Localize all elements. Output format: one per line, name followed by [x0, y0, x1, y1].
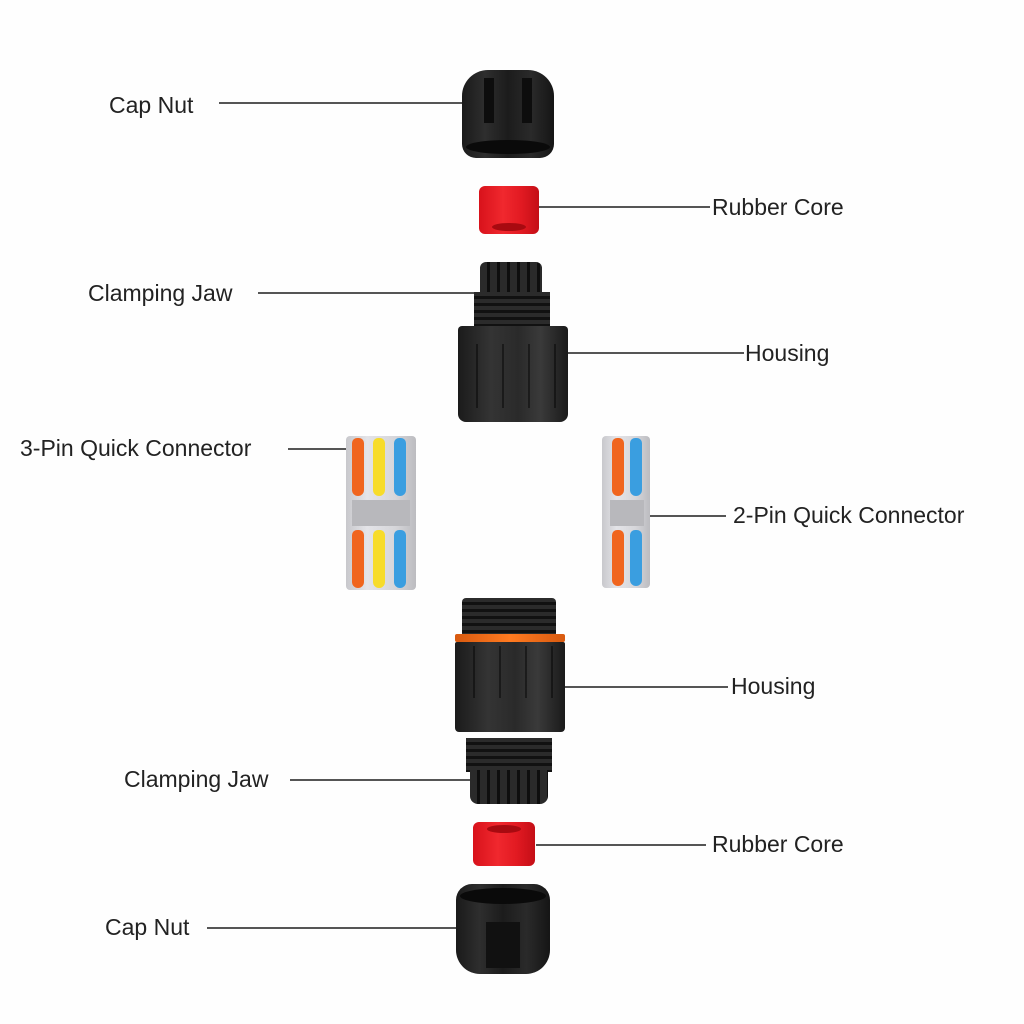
lever-yellow	[373, 530, 385, 588]
clamping-jaw-bottom	[470, 770, 548, 804]
leader-line-rubber-core-top	[535, 206, 710, 208]
core-hole	[492, 223, 526, 231]
cap-nut-bottom	[456, 884, 550, 974]
leader-line-cap-nut-bottom	[207, 927, 457, 929]
lever-blue	[630, 438, 642, 496]
label-housing-top: Housing	[745, 340, 830, 366]
leader-line-clamping-jaw-bottom	[290, 779, 470, 781]
seal-ring-orange	[455, 634, 565, 642]
housing-top	[458, 326, 568, 422]
clamping-jaw-top	[480, 262, 542, 294]
leader-line-housing-bottom	[562, 686, 728, 688]
label-three-pin-connector: 3-Pin Quick Connector	[20, 435, 252, 461]
lever-orange	[612, 438, 624, 496]
leader-line-rubber-core-bottom	[536, 844, 706, 846]
lever-blue	[630, 530, 642, 586]
housing-bottom	[455, 642, 565, 732]
rubber-core-bottom	[473, 822, 535, 866]
label-clamping-jaw-bottom: Clamping Jaw	[124, 766, 269, 792]
thread-bottom-lower	[466, 738, 552, 772]
label-cap-nut-top: Cap Nut	[109, 92, 194, 118]
leader-line-three-pin	[288, 448, 346, 450]
lever-yellow	[373, 438, 385, 496]
label-two-pin-connector: 2-Pin Quick Connector	[733, 502, 965, 528]
thread-bottom-upper	[462, 598, 556, 634]
lever-orange	[352, 438, 364, 496]
housing-ribs	[455, 646, 565, 698]
label-rubber-core-top: Rubber Core	[712, 194, 844, 220]
lever-orange	[352, 530, 364, 588]
two-pin-quick-connector	[602, 436, 650, 588]
cap-opening	[460, 888, 546, 904]
connector-body-center	[352, 500, 410, 526]
label-housing-bottom: Housing	[731, 673, 816, 699]
label-clamping-jaw-top: Clamping Jaw	[88, 280, 233, 306]
label-rubber-core-bottom: Rubber Core	[712, 831, 844, 857]
cap-nut-top	[462, 70, 554, 158]
cap-slot	[484, 78, 494, 123]
rubber-core-top	[479, 186, 539, 234]
lever-blue	[394, 530, 406, 588]
lever-orange	[612, 530, 624, 586]
three-pin-quick-connector	[346, 436, 416, 590]
connector-body-center	[610, 500, 644, 526]
leader-line-clamping-jaw-top	[258, 292, 476, 294]
cap-slot	[522, 78, 532, 123]
core-hole	[486, 825, 522, 833]
label-cap-nut-bottom: Cap Nut	[105, 914, 190, 940]
leader-line-cap-nut-top	[219, 102, 464, 104]
leader-line-housing-top	[566, 352, 744, 354]
leader-line-two-pin	[648, 515, 726, 517]
cap-flat	[486, 922, 520, 968]
cap-opening	[466, 140, 550, 154]
housing-ribs	[458, 344, 568, 408]
lever-blue	[394, 438, 406, 496]
thread-top	[474, 292, 550, 326]
